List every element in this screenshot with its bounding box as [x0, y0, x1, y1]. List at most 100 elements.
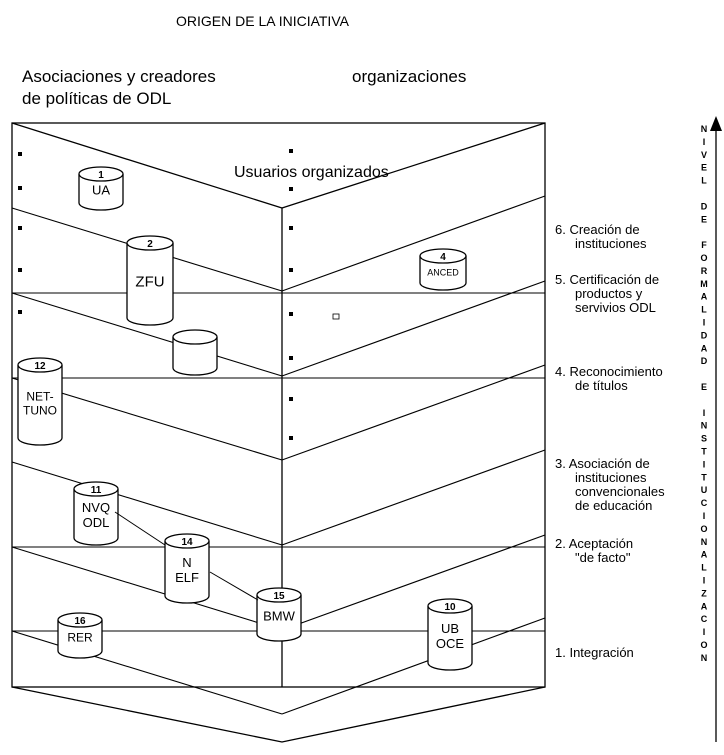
- level-label-line: 1. Integración: [555, 645, 634, 660]
- cylinder-body: [427, 606, 473, 671]
- cylinder-label: ANCED: [427, 268, 459, 278]
- cylinder-top: [126, 235, 174, 251]
- vertical-axis-letter: N: [701, 421, 708, 431]
- level-label-line: 4. Reconocimiento: [555, 364, 663, 379]
- cylinder-top: [17, 357, 63, 373]
- cylinder-body: [78, 174, 124, 211]
- cylinder-top: [256, 587, 302, 603]
- level-lines: [12, 292, 545, 632]
- level-label-line: 3. Asociación de: [555, 456, 650, 471]
- vertical-axis-letter: D: [701, 330, 708, 340]
- cylinder-label: ELF: [175, 570, 199, 585]
- vertical-axis-letter: A: [701, 601, 708, 611]
- level-label-line: productos y: [575, 286, 643, 301]
- header-organizations: organizaciones: [352, 67, 466, 86]
- vertical-axis-letter: I: [703, 408, 706, 418]
- vertical-axis-letter: T: [701, 447, 707, 457]
- vertical-axis-letter: D: [701, 356, 708, 366]
- vertical-axis-letter: E: [701, 214, 707, 224]
- header-policy-makers-2: de políticas de ODL: [22, 89, 171, 108]
- vertical-axis-letter: A: [701, 343, 708, 353]
- level-label-line: instituciones: [575, 470, 647, 485]
- vertical-axis-letter: I: [703, 576, 706, 586]
- vertical-axis-letter: L: [701, 305, 707, 315]
- vertical-axis-letter: T: [701, 472, 707, 482]
- cylinder-number: 10: [444, 602, 456, 613]
- vertical-axis-letter: O: [700, 524, 707, 534]
- cylinder-label: N: [182, 555, 191, 570]
- cylinder-label: NVQ: [82, 500, 110, 515]
- vertical-axis-letter: R: [701, 266, 708, 276]
- cylinder-body: [164, 541, 210, 604]
- cylinder-body: [172, 337, 218, 376]
- cylinder-group: 1UA2ZFU4ANCED12NET-TUNO11NVQODL14NELF15B…: [17, 166, 473, 671]
- level-label-line: 2. Aceptación: [555, 536, 633, 551]
- cylinder-number: 16: [74, 616, 86, 627]
- level-label-1: 1. Integración: [555, 645, 634, 660]
- cylinder-top: [427, 598, 473, 614]
- vertical-axis-letter: I: [703, 459, 706, 469]
- level-label-line: 6. Creación de: [555, 222, 640, 237]
- cylinder-label: UB: [441, 621, 459, 636]
- level-label-line: servivios ODL: [575, 300, 656, 315]
- cylinder-body: [17, 365, 63, 446]
- vertical-axis-letter: L: [701, 176, 707, 186]
- cylinder-label: RER: [67, 631, 93, 645]
- vertical-axis-letter: Z: [701, 588, 707, 598]
- cylinder-body: [57, 620, 103, 659]
- cylinder-number: 2: [147, 239, 153, 250]
- cylinder-body: [256, 595, 302, 642]
- vertical-axis-letter: N: [701, 537, 708, 547]
- cylinder-number: 4: [440, 252, 446, 263]
- cylinder-body: [419, 256, 467, 291]
- vertical-axis-letter: C: [701, 614, 708, 624]
- vertical-axis-letter: I: [703, 511, 706, 521]
- level-label-line: de títulos: [575, 378, 628, 393]
- cylinder-body: [73, 489, 119, 546]
- vertical-axis-letter: A: [701, 292, 708, 302]
- level-label-2: 2. Aceptación"de facto": [555, 536, 633, 565]
- vertical-axis-letter: D: [701, 201, 708, 211]
- level-label-3: 3. Asociación deinstitucionesconvenciona…: [555, 456, 665, 513]
- cylinder-1: 1UA: [78, 166, 124, 211]
- cylinder-label: ZFU: [135, 274, 164, 291]
- cylinder-number: 12: [34, 361, 46, 372]
- cylinder-top: [164, 533, 210, 549]
- level-label-line: convencionales: [575, 484, 665, 499]
- cylinder-top: [73, 481, 119, 497]
- vertical-axis-letter: M: [700, 279, 708, 289]
- cylinder-label: NET-: [26, 390, 53, 404]
- vertical-axis-letter: I: [703, 627, 706, 637]
- vertical-axis-letter: U: [701, 485, 708, 495]
- cylinder-number: 14: [181, 537, 193, 548]
- cylinder-top: [172, 329, 218, 345]
- level-label-line: 5. Certificación de: [555, 272, 659, 287]
- usuarios-organizados-label: Usuarios organizados: [234, 164, 389, 181]
- vertical-axis-letter: O: [700, 640, 707, 650]
- vertical-axis-letter: N: [701, 124, 708, 134]
- layer-lines: [11, 195, 546, 715]
- tiny-box-marker: [332, 313, 340, 320]
- cylinder-number: 11: [91, 485, 102, 496]
- cylinder-label: ODL: [83, 515, 110, 530]
- vertical-axis-letter: F: [701, 240, 707, 250]
- vertical-axis-letter: L: [701, 563, 707, 573]
- cylinder-label: UA: [92, 183, 110, 198]
- vertical-axis-letter: I: [703, 137, 706, 147]
- cylinder-label: OCE: [436, 636, 465, 651]
- vertical-axis-letter: N: [701, 653, 708, 663]
- vertical-axis-arrow: [710, 116, 722, 742]
- cylinder-number: 15: [273, 591, 285, 602]
- level-label-line: "de facto": [575, 550, 631, 565]
